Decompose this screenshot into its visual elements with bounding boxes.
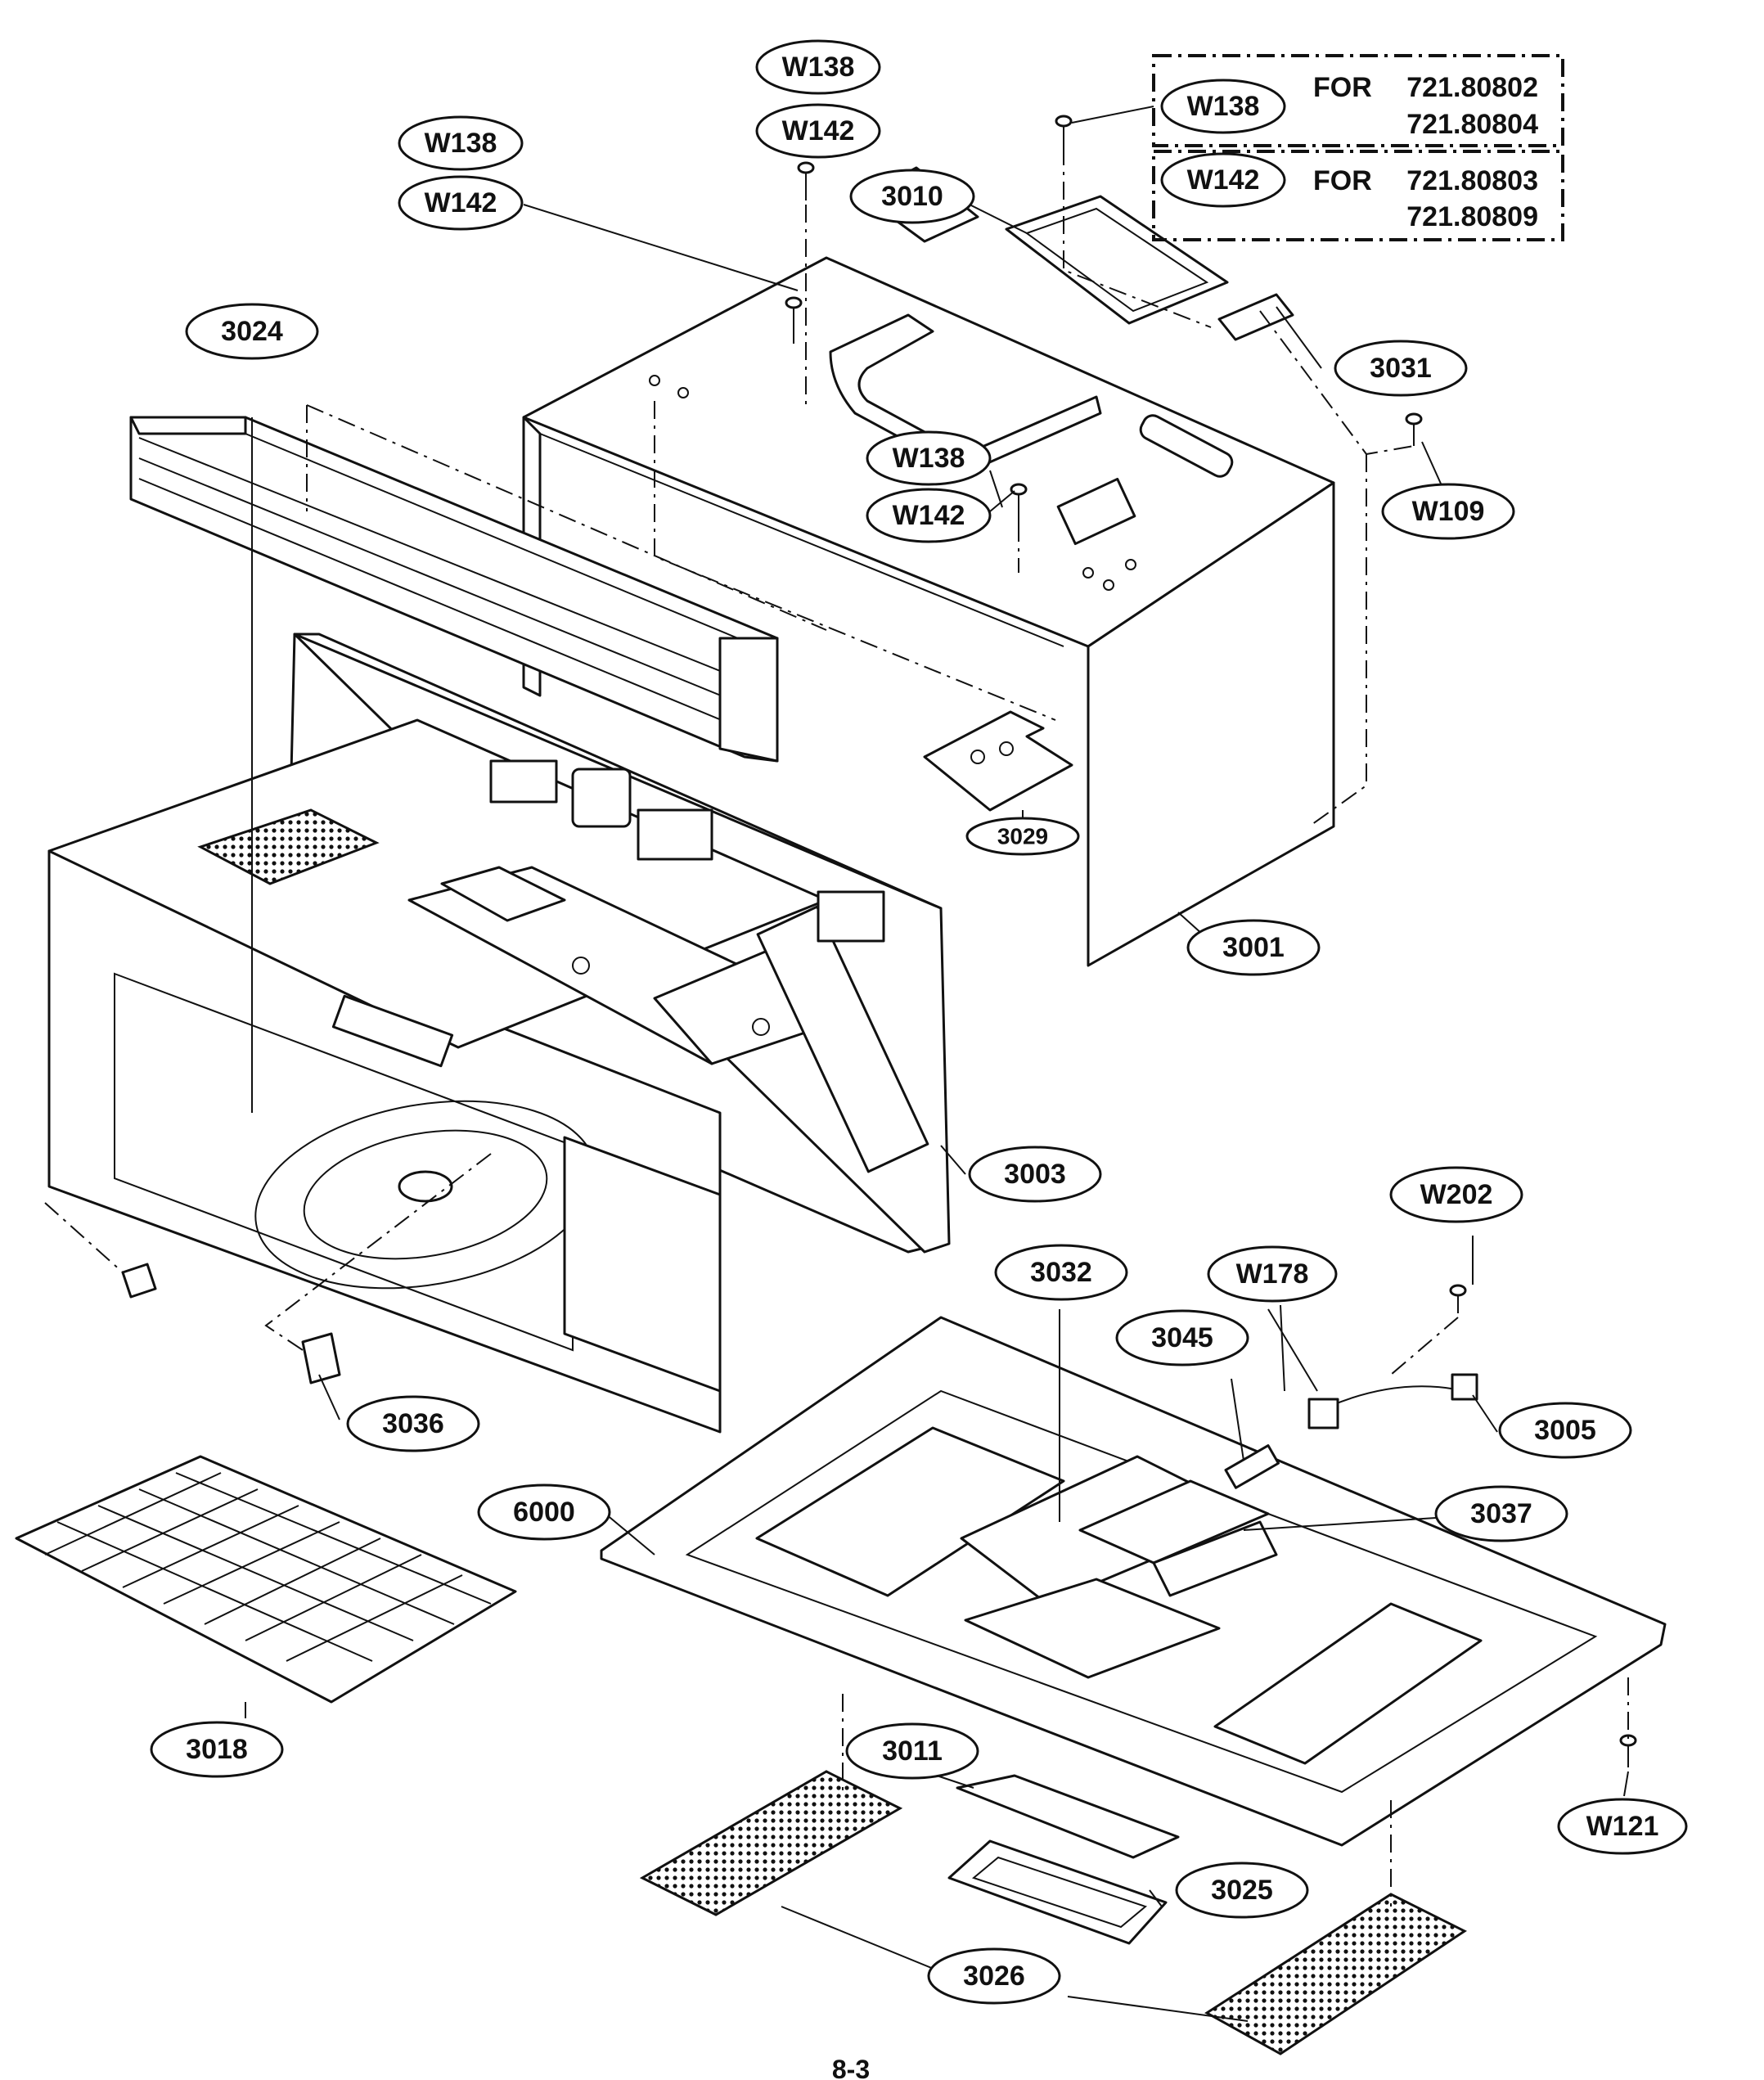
- base-plate-6000: [600, 1316, 1667, 1847]
- callout-W142-top: W142: [755, 103, 881, 159]
- callout-label: W142: [782, 115, 855, 146]
- callout-W178: W178: [1207, 1245, 1338, 1303]
- filter-3026-left: [639, 1770, 903, 1916]
- callout-label: W138: [893, 443, 965, 474]
- note-model-1: 721.80803: [1406, 165, 1538, 196]
- wire-harness-3005: [1224, 1373, 1478, 1489]
- light-cover-3011: [956, 1774, 1180, 1859]
- callout-label: W202: [1420, 1179, 1493, 1210]
- filter-3026-right: [1204, 1893, 1467, 2055]
- bracket-3029: [923, 710, 1073, 812]
- callout-3029: 3029: [965, 817, 1080, 856]
- callout-label: W109: [1412, 496, 1485, 527]
- callout-label: 3010: [881, 181, 943, 212]
- callout-label: 3005: [1534, 1415, 1596, 1446]
- light-frame-3025: [947, 1839, 1168, 1945]
- callout-3025: 3025: [1175, 1862, 1309, 1919]
- callout-label: 3003: [1004, 1159, 1066, 1190]
- callout-W142-left: W142: [398, 175, 524, 231]
- callout-label: 3032: [1030, 1257, 1092, 1288]
- bracket-3031: [829, 293, 1294, 475]
- callout-3018: 3018: [150, 1721, 284, 1778]
- note-screw-label: W142: [1187, 164, 1260, 196]
- callout-label: 3018: [186, 1734, 248, 1765]
- rack-3018: [15, 1455, 517, 1704]
- callout-label: 3031: [1370, 353, 1432, 384]
- callout-label: 3026: [963, 1961, 1025, 1992]
- callout-W202: W202: [1389, 1166, 1523, 1223]
- callout-3036: 3036: [346, 1395, 480, 1452]
- callout-label: 3024: [221, 316, 283, 347]
- model-note-W142: W142 FOR 721.80803 721.80809: [1152, 150, 1564, 241]
- callout-W142-mid: W142: [866, 488, 992, 543]
- callout-label: 3001: [1222, 932, 1285, 963]
- callout-3011: 3011: [845, 1722, 979, 1780]
- note-prefix: FOR: [1313, 72, 1372, 103]
- callout-label: 3029: [997, 824, 1048, 849]
- vent-grille-3024: [129, 416, 779, 763]
- callout-W138-mid: W138: [866, 430, 992, 486]
- note-model-2: 721.80804: [1406, 109, 1538, 140]
- callout-label: W178: [1236, 1258, 1309, 1290]
- model-note-W138: W138 FOR 721.80802 721.80804: [1152, 54, 1564, 147]
- clip-3036: [121, 1263, 341, 1384]
- callout-label: W138: [782, 52, 855, 83]
- note-screw-label: W138: [1187, 91, 1260, 122]
- callout-label: 3036: [382, 1408, 444, 1439]
- callout-label: 3025: [1211, 1875, 1273, 1906]
- callout-label: W138: [425, 128, 497, 159]
- callout-3010: 3010: [849, 169, 975, 224]
- note-prefix: FOR: [1313, 165, 1372, 196]
- callout-3037: 3037: [1434, 1485, 1568, 1542]
- note-model-2: 721.80809: [1406, 201, 1538, 232]
- callout-3031: 3031: [1334, 340, 1468, 397]
- callout-label: 3045: [1151, 1322, 1213, 1353]
- alignment-lines: [44, 147, 1629, 1907]
- callout-W138-top: W138: [755, 39, 881, 95]
- callout-3026: 3026: [927, 1947, 1061, 2005]
- callout-W121: W121: [1557, 1798, 1688, 1855]
- bracket-3010: [1005, 195, 1229, 325]
- callout-label: W121: [1586, 1811, 1659, 1842]
- callout-W138-left: W138: [398, 115, 524, 171]
- callout-3005: 3005: [1498, 1402, 1632, 1459]
- callout-label: 3011: [882, 1736, 943, 1767]
- note-model-1: 721.80802: [1406, 72, 1538, 103]
- callout-label: 3037: [1470, 1498, 1532, 1529]
- callout-3024: 3024: [185, 303, 319, 360]
- screws: [785, 115, 1637, 1767]
- inner-cavity-3003: [47, 633, 951, 1434]
- callout-label: W142: [425, 187, 497, 218]
- callout-label: 6000: [513, 1497, 575, 1528]
- callout-3045: 3045: [1115, 1309, 1249, 1366]
- callout-3003: 3003: [968, 1146, 1102, 1203]
- callout-label: W142: [893, 500, 965, 531]
- callout-W109: W109: [1381, 483, 1515, 540]
- callout-3032: 3032: [994, 1244, 1128, 1301]
- callout-3001: 3001: [1186, 919, 1321, 976]
- page-number: 8-3: [832, 2055, 870, 2080]
- callout-6000: 6000: [477, 1483, 611, 1541]
